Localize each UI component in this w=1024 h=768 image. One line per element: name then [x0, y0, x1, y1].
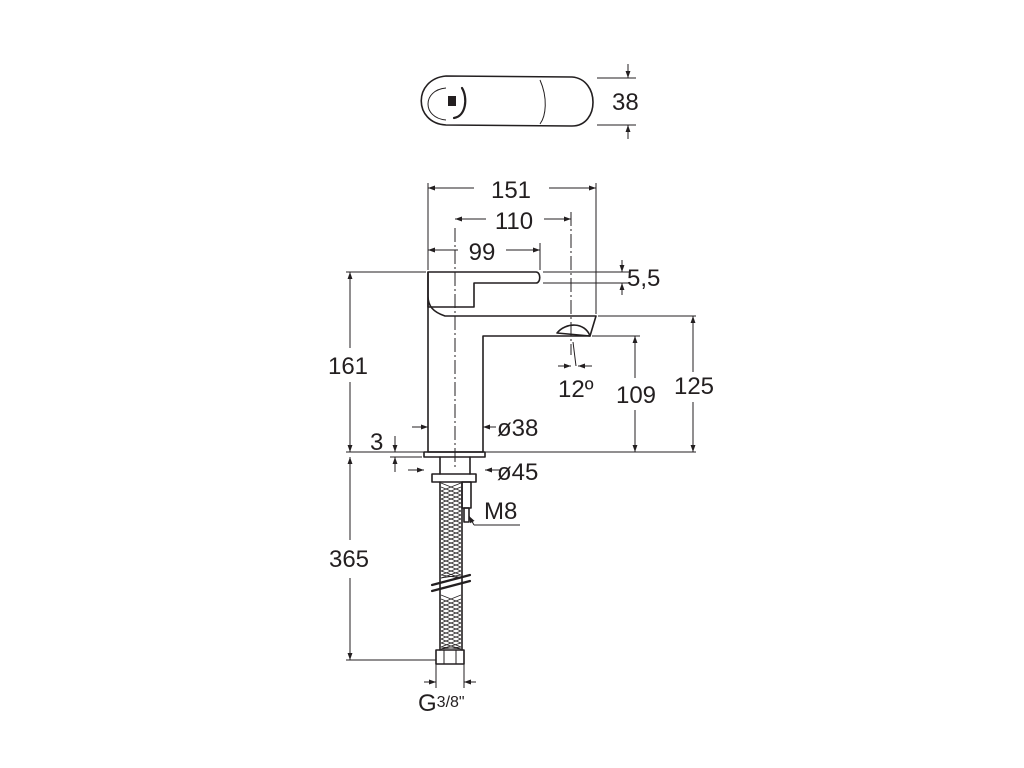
dim-overall-width-label: 151 [491, 177, 531, 204]
installation-parts [430, 456, 477, 665]
dim-hose-length-label: 365 [329, 546, 369, 573]
dim-base-thickness-label: 3 [370, 429, 383, 456]
dim-depth-label: 38 [612, 89, 639, 116]
dim-stud-label: M8 [484, 498, 517, 525]
dim-spout-angle-label: 12º [558, 376, 594, 403]
braided-hose-pattern [440, 482, 462, 650]
dimension-labels: 38 151 110 99 5,5 161 12º 109 125 ø38 3 … [328, 89, 714, 717]
faucet-body [423, 228, 597, 470]
dim-outlet-height-label: 109 [616, 382, 656, 409]
dimension-lines [346, 183, 696, 688]
dim-handle-height-label: 5,5 [627, 265, 660, 292]
dim-total-height-label: 161 [328, 353, 368, 380]
dim-flange-diameter-label: ø45 [497, 459, 538, 486]
dim-spout-axis-label: 110 [495, 208, 533, 235]
dim-connection-label: G3/8" [418, 690, 465, 717]
dim-connection-fraction: 3/8" [437, 694, 465, 711]
dim-handle-label: 99 [469, 239, 496, 266]
top-view [420, 64, 636, 139]
dim-body-diameter-label: ø38 [497, 415, 538, 442]
dim-spout-top-label: 125 [674, 373, 714, 400]
